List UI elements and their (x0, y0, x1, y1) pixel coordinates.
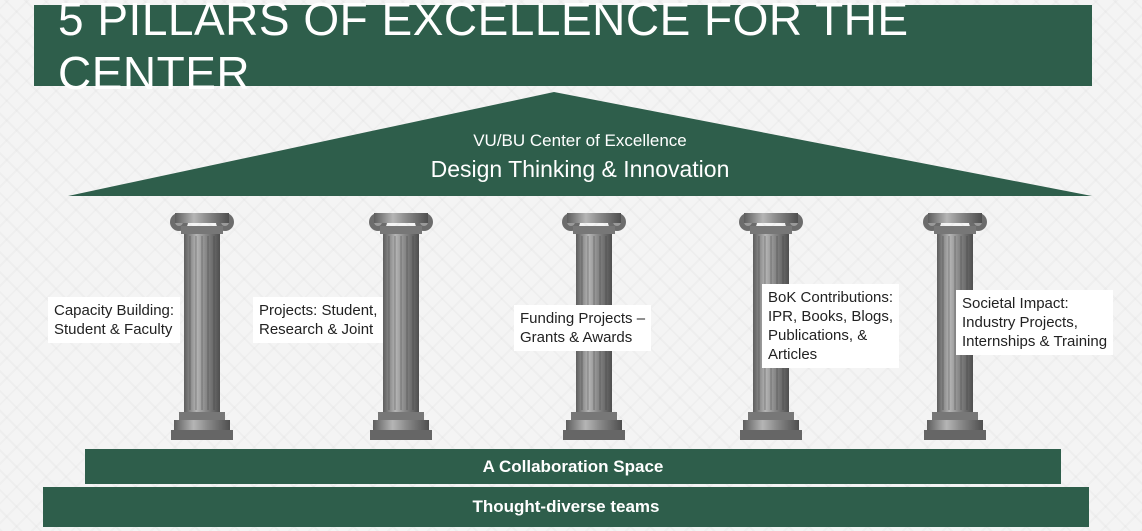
pillar-3-line-2: Grants & Awards (520, 329, 633, 346)
pillar-1-label: Capacity Building: Student & Faculty (48, 297, 181, 343)
pillar-1-column (169, 210, 235, 440)
pillar-3-line-1: Funding Projects – (520, 310, 646, 327)
pillar-5-label: Societal Impact: Industry Projects, Inte… (956, 290, 1114, 355)
collaboration-space-label: A Collaboration Space (482, 456, 664, 476)
pillar-5-line-3: Internships & Training (962, 333, 1108, 350)
collaboration-space-step: A Collaboration Space (85, 449, 1061, 484)
thought-diverse-teams-label: Thought-diverse teams (472, 497, 660, 516)
roof-subtitle: VU/BU Center of Excellence (473, 131, 687, 150)
pillar-2-line-2: Research & Joint (259, 321, 374, 338)
pillar-4-column (738, 210, 804, 440)
roof-pediment (68, 92, 1092, 196)
pillar-5-line-1: Societal Impact: (962, 295, 1069, 312)
thought-diverse-teams-step: Thought-diverse teams (43, 487, 1089, 527)
pillar-2-column (368, 210, 434, 440)
pillar-4-line-3: Publications, & (768, 327, 868, 344)
pillar-4-line-1: BoK Contributions: (768, 289, 894, 306)
pillar-1-line-1: Capacity Building: (54, 302, 175, 319)
roof-title: Design Thinking & Innovation (430, 156, 730, 182)
pillar-4-label: BoK Contributions: IPR, Books, Blogs, Pu… (762, 284, 900, 368)
title-banner: 5 PILLARS OF EXCELLENCE FOR THE CENTER (34, 0, 1092, 99)
pillar-4-line-4: Articles (768, 346, 818, 363)
page-title: 5 PILLARS OF EXCELLENCE FOR THE CENTER (58, 0, 909, 99)
pillar-5-line-2: Industry Projects, (962, 314, 1078, 331)
pillar-2-label: Projects: Student, Research & Joint (253, 297, 384, 343)
pillar-1-line-2: Student & Faculty (54, 321, 173, 338)
pillar-2-line-1: Projects: Student, (259, 302, 378, 319)
pillar-4-line-2: IPR, Books, Blogs, (768, 308, 894, 325)
pillar-3-label: Funding Projects – Grants & Awards (514, 305, 652, 351)
